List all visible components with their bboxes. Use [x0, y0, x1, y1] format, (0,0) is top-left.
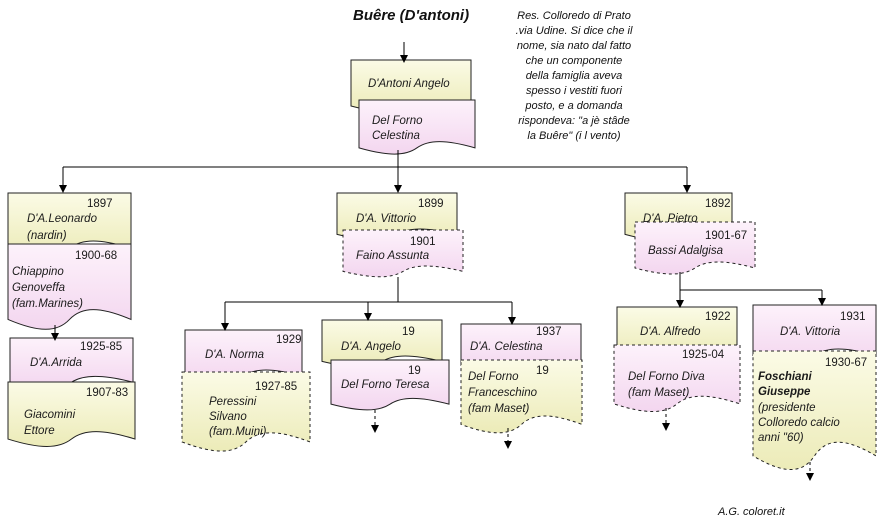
norma-year: 1929	[276, 334, 302, 346]
franceschino-line: Franceschino	[468, 387, 538, 399]
foschiani-line: anni "60)	[758, 432, 804, 444]
root-name: D'Antoni Angelo	[368, 78, 450, 90]
teresa-year: 19	[408, 365, 421, 377]
celestina2-year: 1937	[536, 326, 562, 338]
note-line: spesso i vestiti fuori	[526, 85, 622, 97]
peressini-box	[181, 371, 311, 452]
teresa-name: Del Forno Teresa	[341, 379, 430, 391]
note-line: posto, e a domanda	[525, 100, 623, 112]
angelo2-name: D'A. Angelo	[341, 341, 401, 353]
chiappino-box	[7, 243, 132, 330]
note-line: .via Udine. Si dice che il	[515, 25, 633, 37]
diagram-title: Buêre (D'antoni)	[353, 7, 470, 24]
giacomini-line: Giacomini	[24, 409, 76, 421]
note-line: della famiglia aveva	[525, 70, 623, 82]
bassi-year: 1901-67	[705, 230, 748, 242]
franceschino-line: Del Forno	[468, 371, 519, 383]
franceschino-line: (fam Maset)	[468, 403, 530, 415]
foschiani-name-line: Foschiani	[758, 371, 812, 383]
note-line: la Buêre" (i l vento)	[527, 130, 621, 142]
vittoria-name: D'A. Vittoria	[780, 326, 841, 338]
diva-line: Del Forno Diva	[628, 371, 705, 383]
root-spouse-box	[358, 99, 476, 155]
leonardo-name: D'A.Leonardo	[27, 213, 97, 225]
leonardo-year: 1897	[87, 198, 113, 210]
vittorio-name: D'A. Vittorio	[356, 213, 417, 225]
bassi-name: Bassi Adalgisa	[648, 245, 724, 257]
faino-box	[342, 229, 464, 278]
angelo2-year: 19	[402, 326, 415, 338]
giacomini-line: Ettore	[24, 425, 55, 437]
bassi-box	[634, 221, 756, 275]
giacomini-box	[7, 381, 136, 447]
peressini-line: (fam.Muini)	[209, 426, 267, 438]
foschiani-line: Colloredo calcio	[758, 417, 840, 429]
diva-box	[613, 344, 741, 412]
chiappino-line: Chiappino	[12, 266, 64, 278]
alfredo-year: 1922	[705, 311, 731, 323]
pietro-year: 1892	[705, 198, 731, 210]
credit: A.G. coloret.it	[718, 506, 785, 518]
celestina2-name: D'A. Celestina	[470, 341, 543, 353]
alfredo-name: D'A. Alfredo	[640, 326, 701, 338]
franceschino-box	[460, 359, 583, 434]
foschiani-line: (presidente	[758, 402, 816, 414]
arrida-name: D'A.Arrida	[30, 357, 83, 369]
diva-year: 1925-04	[682, 349, 725, 361]
norma-name: D'A. Norma	[205, 349, 265, 361]
foschiani-year: 1930-67	[825, 357, 868, 369]
note-line: rispondeva: "a jè stâde	[518, 115, 630, 127]
chiappino-line: (fam.Marines)	[12, 298, 83, 310]
pietro-name: D'A. Pietro	[643, 213, 698, 225]
faino-name: Faino Assunta	[356, 250, 430, 262]
leonardo-nickname: (nardin)	[27, 230, 67, 242]
peressini-line: Peressini	[209, 396, 257, 408]
note-line: che un componente	[525, 55, 623, 67]
giacomini-year: 1907-83	[86, 387, 129, 399]
teresa-box	[330, 359, 450, 411]
arrida-year: 1925-85	[80, 341, 123, 353]
foschiani-name-line: Giuseppe	[758, 386, 811, 398]
diva-line: (fam Maset)	[628, 387, 690, 399]
root-spouse-line: Del Forno	[372, 115, 423, 127]
peressini-year: 1927-85	[255, 381, 298, 393]
family-note: Res. Colloredo di Prato .via Udine. Si d…	[494, 9, 654, 144]
vittorio-year: 1899	[418, 198, 444, 210]
note-line: nome, sia nato dal fatto	[516, 40, 632, 52]
root-spouse-line: Celestina	[372, 130, 420, 142]
chiappino-year: 1900-68	[75, 250, 118, 262]
note-line: Res. Colloredo di Prato	[517, 10, 631, 22]
faino-year: 1901	[410, 236, 436, 248]
peressini-line: Silvano	[209, 411, 247, 423]
foschiani-box	[752, 350, 877, 470]
chiappino-line: Genoveffa	[12, 282, 66, 294]
franceschino-year: 19	[536, 365, 549, 377]
vittoria-year: 1931	[840, 311, 866, 323]
